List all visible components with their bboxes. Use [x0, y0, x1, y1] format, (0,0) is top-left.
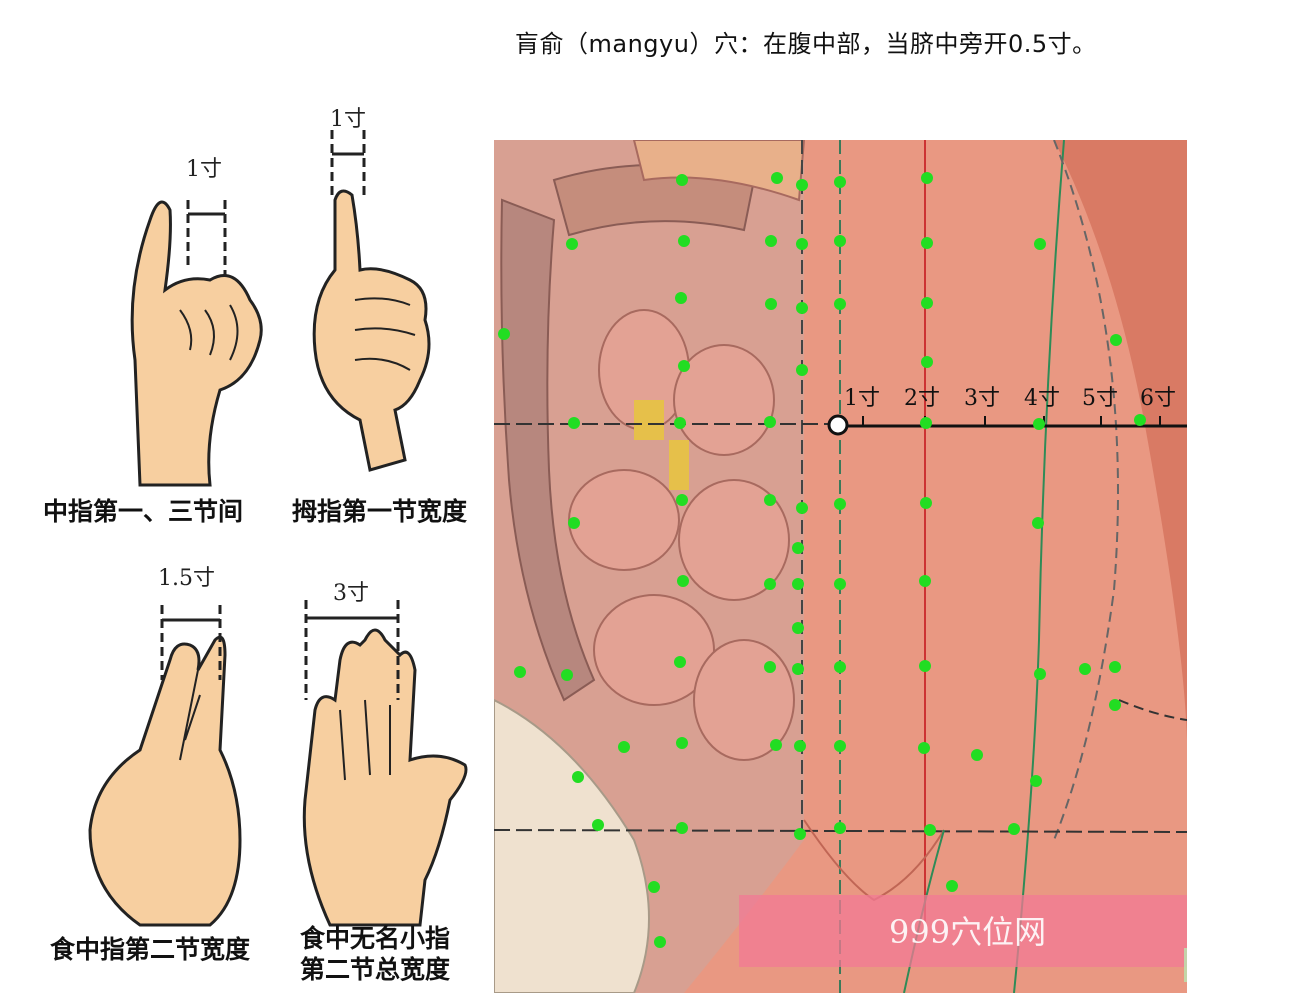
scale-label-5: 5寸 [1082, 386, 1118, 411]
hand-index-middle [80, 600, 260, 930]
hand-1-caption: 中指第一、三节间 [43, 498, 243, 526]
hand-2-caption: 拇指第一节宽度 [292, 498, 467, 526]
scale-label-2: 2寸 [904, 386, 940, 411]
abdomen-acupoint-map: 1寸 2寸 3寸 4寸 5寸 6寸 999穴位网 [494, 140, 1187, 993]
hand-1-measure: 1寸 [186, 151, 222, 183]
hand-4-measure: 3寸 [333, 575, 369, 607]
hand-2-measure: 1寸 [330, 101, 366, 133]
scale-label-1: 1寸 [844, 386, 880, 411]
hand-thumb [300, 130, 450, 475]
hand-4-caption-line2: 第二节总宽度 [300, 956, 450, 984]
hand-3-caption: 食中指第二节宽度 [50, 936, 250, 964]
scale-label-3: 3寸 [964, 386, 1000, 411]
scale-label-6: 6寸 [1140, 386, 1176, 411]
hand-middle-finger [110, 180, 280, 490]
hand-3-measure: 1.5寸 [158, 560, 215, 592]
page-title: 肓俞（mangyu）穴：在腹中部，当脐中旁开0.5寸。 [515, 24, 1097, 59]
hand-4-caption-line1: 食中无名小指 [300, 925, 450, 953]
scale-label-4: 4寸 [1024, 386, 1060, 411]
watermark-text: 999穴位网 [889, 913, 1046, 951]
hand-four-fingers [290, 600, 480, 930]
